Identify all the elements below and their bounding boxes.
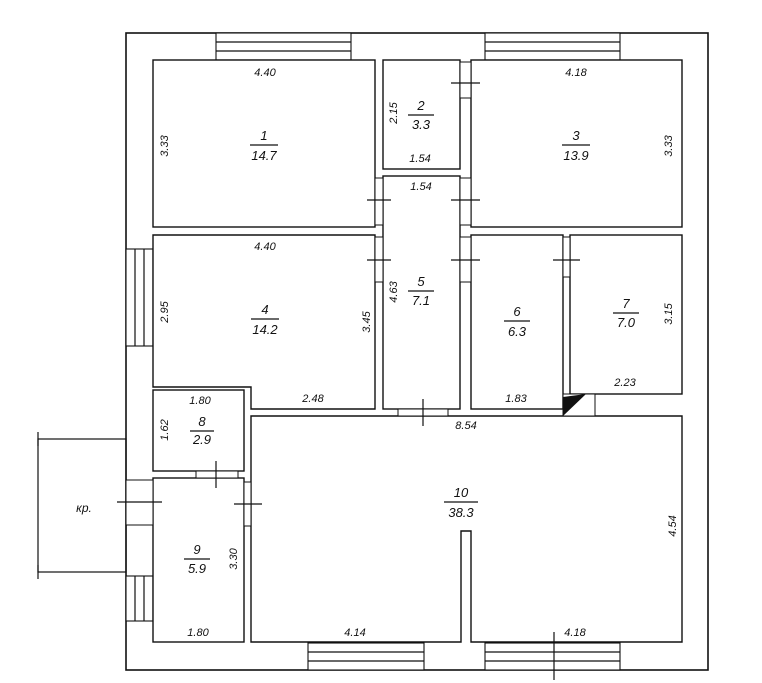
window-left-room4: [125, 248, 154, 347]
room-10: [250, 415, 683, 643]
room-10-number: 10: [454, 485, 469, 500]
dim-r7-bottom: 2.23: [613, 377, 636, 389]
room-1: [152, 59, 376, 228]
dim-r4-bottom: 2.48: [301, 393, 324, 405]
window-left-room9: [125, 575, 154, 622]
stair-triangle-icon: [563, 394, 586, 416]
door-room9-room10: [234, 481, 262, 527]
room-3-number: 3: [572, 128, 580, 143]
dim-r9-bottom: 1.80: [187, 627, 209, 639]
room-4: [152, 234, 376, 410]
dim-r3-top: 4.18: [565, 67, 587, 79]
room-6-area: 6.3: [508, 324, 527, 339]
door-room2-room3: [451, 61, 480, 99]
door-room5-room10: [397, 399, 449, 426]
dim-r4-left: 2.95: [159, 300, 171, 323]
room-10-area: 38.3: [448, 505, 474, 520]
room-4-area: 14.2: [252, 322, 278, 337]
room-7: [569, 234, 683, 395]
room-5-area: 7.1: [412, 293, 430, 308]
window-bottom-right: [484, 642, 621, 671]
room-8-number: 8: [198, 414, 206, 429]
dim-r5-left: 4.63: [388, 280, 400, 302]
door-entrance: [117, 479, 162, 526]
window-top-right: [484, 32, 621, 61]
dim-r2-bottom: 1.54: [409, 153, 430, 165]
room-9: [152, 477, 245, 643]
room-8-area: 2.9: [192, 432, 211, 447]
door-room5-room6: [451, 236, 480, 283]
dim-r10-top: 8.54: [455, 420, 476, 432]
dim-r1-left: 3.33: [159, 134, 171, 156]
door-room8-room9: [195, 461, 239, 488]
door-room4-room5: [367, 236, 391, 283]
room-1-number: 1: [260, 128, 267, 143]
dim-r4-top: 4.40: [254, 241, 276, 253]
room-2-number: 2: [416, 98, 425, 113]
dim-r10-bottom-right: 4.18: [564, 627, 586, 639]
room-3-area: 13.9: [563, 148, 588, 163]
window-top-left: [215, 32, 352, 61]
room-9-number: 9: [193, 542, 200, 557]
dim-r10-bottom-left: 4.14: [344, 627, 365, 639]
dim-r4-right: 3.45: [361, 310, 373, 332]
room-3: [470, 59, 683, 228]
dim-r10-right: 4.54: [667, 515, 679, 536]
room-4-number: 4: [261, 302, 268, 317]
door-room6-room7: [553, 236, 580, 278]
dim-r7-right: 3.15: [663, 302, 675, 324]
room-5: [382, 175, 461, 410]
room-6: [470, 234, 564, 410]
room-1-area: 14.7: [251, 148, 277, 163]
room-6-number: 6: [513, 304, 521, 319]
room-5-number: 5: [417, 274, 425, 289]
dim-r3-right: 3.33: [663, 134, 675, 156]
room-7-area: 7.0: [617, 315, 636, 330]
room-7-number: 7: [622, 296, 630, 311]
door-room1-room5: [367, 177, 391, 226]
dim-r9-left: 3.30: [228, 547, 240, 569]
dim-r8-left: 1.62: [159, 419, 171, 440]
dim-r8-top: 1.80: [189, 395, 211, 407]
porch: кр.: [37, 432, 127, 579]
dim-r6-bottom: 1.83: [505, 393, 527, 405]
dim-r2-left: 2.15: [388, 101, 400, 124]
dim-r5-top: 1.54: [410, 181, 431, 193]
room-9-area: 5.9: [188, 561, 206, 576]
door-room3-room5: [451, 177, 480, 226]
porch-label: кр.: [76, 501, 92, 515]
window-bottom-left: [307, 642, 425, 671]
dim-r1-top: 4.40: [254, 67, 276, 79]
room-2-area: 3.3: [412, 117, 431, 132]
